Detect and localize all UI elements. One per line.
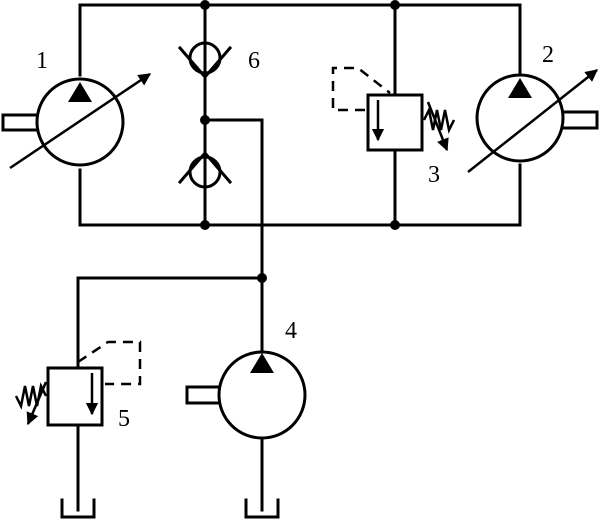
tank-icon	[60, 498, 96, 519]
tank-icon	[244, 498, 280, 519]
label-relief-valve-5: 5	[118, 406, 130, 432]
variable-pump-1: 1	[1, 48, 152, 170]
relief-valve-5: 5	[14, 340, 142, 432]
variable-displacement-arrow-icon	[467, 69, 598, 173]
pump-1-body	[35, 77, 125, 167]
junction-dots	[200, 0, 400, 283]
adjustable-arrow-icon	[26, 381, 48, 426]
relief-valve-3: 3	[331, 66, 456, 188]
pump-4-drive-shaft	[185, 385, 221, 405]
label-pump-1: 1	[36, 48, 48, 74]
pump-4-body	[217, 350, 307, 440]
check-valve-seat-icon	[177, 45, 233, 80]
label-motor-2: 2	[542, 42, 554, 68]
label-relief-valve-3: 3	[428, 162, 440, 188]
check-valves-6: 6	[177, 41, 260, 189]
adjustable-arrow-icon	[426, 101, 449, 152]
junction-dot	[390, 0, 400, 10]
relief-valve-3-pilot-line	[331, 66, 391, 112]
label-charge-pump-4: 4	[285, 318, 297, 344]
spring-icon	[422, 106, 456, 134]
variable-displacement-arrow-icon	[9, 72, 152, 170]
charge-pump-4: 4	[185, 318, 307, 440]
motor-2-drive-shaft	[561, 110, 599, 130]
variable-motor-2: 2	[467, 42, 599, 173]
check-valve-seat-icon	[177, 150, 233, 185]
junction-dot	[200, 0, 210, 10]
junction-dot	[200, 115, 210, 125]
motor-2-flow-triangle	[508, 78, 532, 98]
motor-2-body	[475, 73, 565, 163]
junction-dot	[200, 220, 210, 230]
tanks	[60, 498, 280, 519]
relief-valve-3-body	[366, 93, 424, 152]
relief-valve-5-body	[46, 366, 104, 427]
junction-dot	[257, 273, 267, 283]
pump-4-flow-triangle	[250, 353, 274, 373]
label-check-valves-6: 6	[248, 48, 260, 74]
junction-dot	[390, 220, 400, 230]
relief-valve-5-pilot-line	[77, 340, 142, 386]
pump-1-drive-shaft	[1, 113, 39, 132]
spring-icon	[14, 382, 48, 410]
pump-1-flow-triangle	[68, 82, 92, 102]
main-loop-lines	[76, 3, 522, 512]
